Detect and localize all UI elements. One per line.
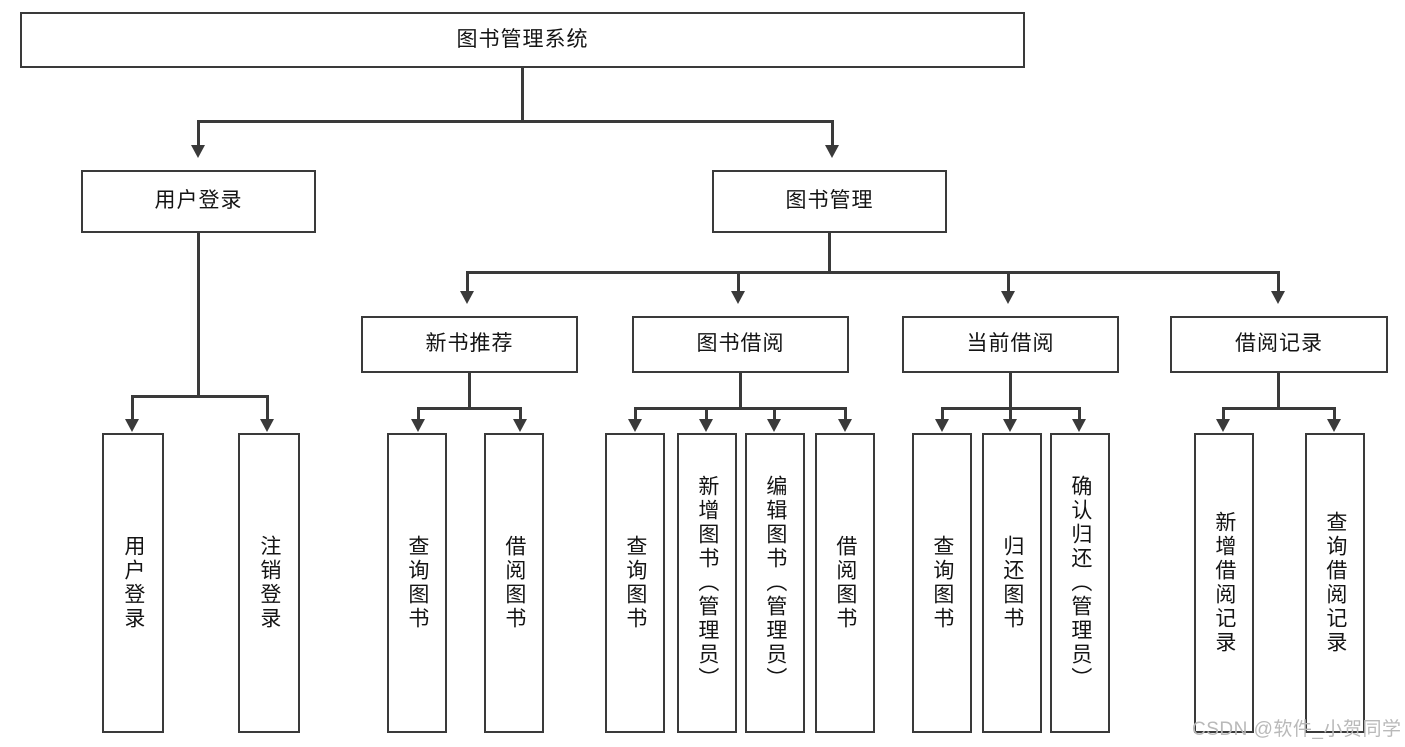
connector-bb-branch-4 [844, 407, 847, 421]
node-current-borrow[interactable]: 当前借阅 [902, 316, 1119, 373]
connector-root-bus [197, 120, 834, 123]
connector-root-branch-left [197, 120, 200, 147]
connector-bm-branch-3 [1007, 271, 1010, 293]
node-book-management[interactable]: 图书管理 [712, 170, 947, 233]
leaf-label: 查询图书 [623, 535, 647, 631]
leaf-label: 用户登录 [121, 535, 145, 631]
connector-nbr-bus [417, 407, 521, 410]
arrowhead-leaf-nbr-1 [411, 419, 425, 432]
arrowhead-to-user-login [191, 145, 205, 158]
leaf-current-borrow-return-book[interactable]: 归还图书 [982, 433, 1042, 733]
connector-bm-branch-1 [466, 271, 469, 293]
connector-bm-branch-4 [1277, 271, 1280, 293]
arrowhead-to-book-borrow [731, 291, 745, 304]
connector-bb-bus [634, 407, 846, 410]
connector-cb-branch-2 [1009, 407, 1012, 421]
node-book-borrow[interactable]: 图书借阅 [632, 316, 849, 373]
connector-nbr-branch-2 [519, 407, 522, 421]
leaf-book-borrow-add-book-admin[interactable]: 新增图书（管理员） [677, 433, 737, 733]
connector-bb-branch-1 [634, 407, 637, 421]
connector-user-login-branch-2 [266, 395, 269, 421]
leaf-label: 借阅图书 [502, 535, 526, 631]
leaf-book-borrow-borrow-book[interactable]: 借阅图书 [815, 433, 875, 733]
connector-bb-branch-3 [773, 407, 776, 421]
node-borrow-record[interactable]: 借阅记录 [1170, 316, 1388, 373]
leaf-label: 新增图书（管理员） [695, 475, 719, 691]
leaf-label: 查询图书 [405, 535, 429, 631]
node-label: 图书借阅 [696, 332, 785, 356]
arrowhead-leaf-bb-1 [628, 419, 642, 432]
arrowhead-leaf-br-1 [1216, 419, 1230, 432]
arrowhead-leaf-cb-2 [1003, 419, 1017, 432]
connector-br-branch-1 [1222, 407, 1225, 421]
leaf-borrow-record-add-record[interactable]: 新增借阅记录 [1194, 433, 1254, 733]
leaf-label: 查询图书 [930, 535, 954, 631]
connector-br-bus [1222, 407, 1335, 410]
connector-root-branch-right [831, 120, 834, 147]
node-label: 图书管理 [785, 189, 874, 213]
leaf-new-book-borrow-book[interactable]: 借阅图书 [484, 433, 544, 733]
arrowhead-leaf-bb-4 [838, 419, 852, 432]
connector-bb-branch-2 [705, 407, 708, 421]
leaf-new-book-query-book[interactable]: 查询图书 [387, 433, 447, 733]
node-root-book-management-system[interactable]: 图书管理系统 [20, 12, 1025, 68]
arrowhead-leaf-bb-3 [767, 419, 781, 432]
connector-cb-branch-3 [1078, 407, 1081, 421]
leaf-label: 借阅图书 [833, 535, 857, 631]
arrowhead-to-new-book-recommend [460, 291, 474, 304]
arrowhead-leaf-cb-1 [935, 419, 949, 432]
leaf-current-borrow-query-book[interactable]: 查询图书 [912, 433, 972, 733]
leaf-label: 归还图书 [1000, 535, 1024, 631]
connector-root-stem [521, 68, 524, 122]
arrowhead-to-current-borrow [1001, 291, 1015, 304]
arrowhead-leaf-br-2 [1327, 419, 1341, 432]
connector-cb-stem [1009, 373, 1012, 409]
leaf-label: 新增借阅记录 [1212, 511, 1236, 655]
arrowhead-to-borrow-record [1271, 291, 1285, 304]
leaf-user-login-login[interactable]: 用户登录 [102, 433, 164, 733]
connector-bb-stem [739, 373, 742, 409]
arrowhead-leaf-nbr-2 [513, 419, 527, 432]
arrowhead-to-book-management [825, 145, 839, 158]
node-label: 新书推荐 [425, 332, 514, 356]
leaf-borrow-record-query-record[interactable]: 查询借阅记录 [1305, 433, 1365, 733]
leaf-book-borrow-query-book[interactable]: 查询图书 [605, 433, 665, 733]
node-user-login[interactable]: 用户登录 [81, 170, 316, 233]
leaf-user-login-logout[interactable]: 注销登录 [238, 433, 300, 733]
node-label: 用户登录 [154, 189, 243, 213]
node-label: 当前借阅 [966, 332, 1055, 356]
leaf-label: 编辑图书（管理员） [763, 475, 787, 691]
arrowhead-leaf-user-login-2 [260, 419, 274, 432]
connector-nbr-branch-1 [417, 407, 420, 421]
connector-book-management-stem [828, 233, 831, 273]
node-label: 图书管理系统 [456, 27, 589, 51]
connector-user-login-branch-1 [131, 395, 134, 421]
connector-user-login-stem [197, 233, 200, 397]
leaf-label: 注销登录 [257, 535, 281, 631]
connector-br-branch-2 [1333, 407, 1336, 421]
leaf-label: 确认归还（管理员） [1068, 475, 1092, 691]
leaf-current-borrow-confirm-return-admin[interactable]: 确认归还（管理员） [1050, 433, 1110, 733]
connector-book-management-bus [466, 271, 1280, 274]
arrowhead-leaf-cb-3 [1072, 419, 1086, 432]
connector-nbr-stem [468, 373, 471, 409]
arrowhead-leaf-user-login-1 [125, 419, 139, 432]
connector-bm-branch-2 [737, 271, 740, 293]
leaf-label: 查询借阅记录 [1323, 511, 1347, 655]
connector-br-stem [1277, 373, 1280, 409]
connector-cb-branch-1 [941, 407, 944, 421]
leaf-book-borrow-edit-book-admin[interactable]: 编辑图书（管理员） [745, 433, 805, 733]
connector-user-login-bus [131, 395, 268, 398]
node-label: 借阅记录 [1235, 332, 1323, 356]
arrowhead-leaf-bb-2 [699, 419, 713, 432]
node-new-book-recommend[interactable]: 新书推荐 [361, 316, 578, 373]
csdn-watermark: CSDN @软件_小贺同学 [1192, 719, 1402, 740]
